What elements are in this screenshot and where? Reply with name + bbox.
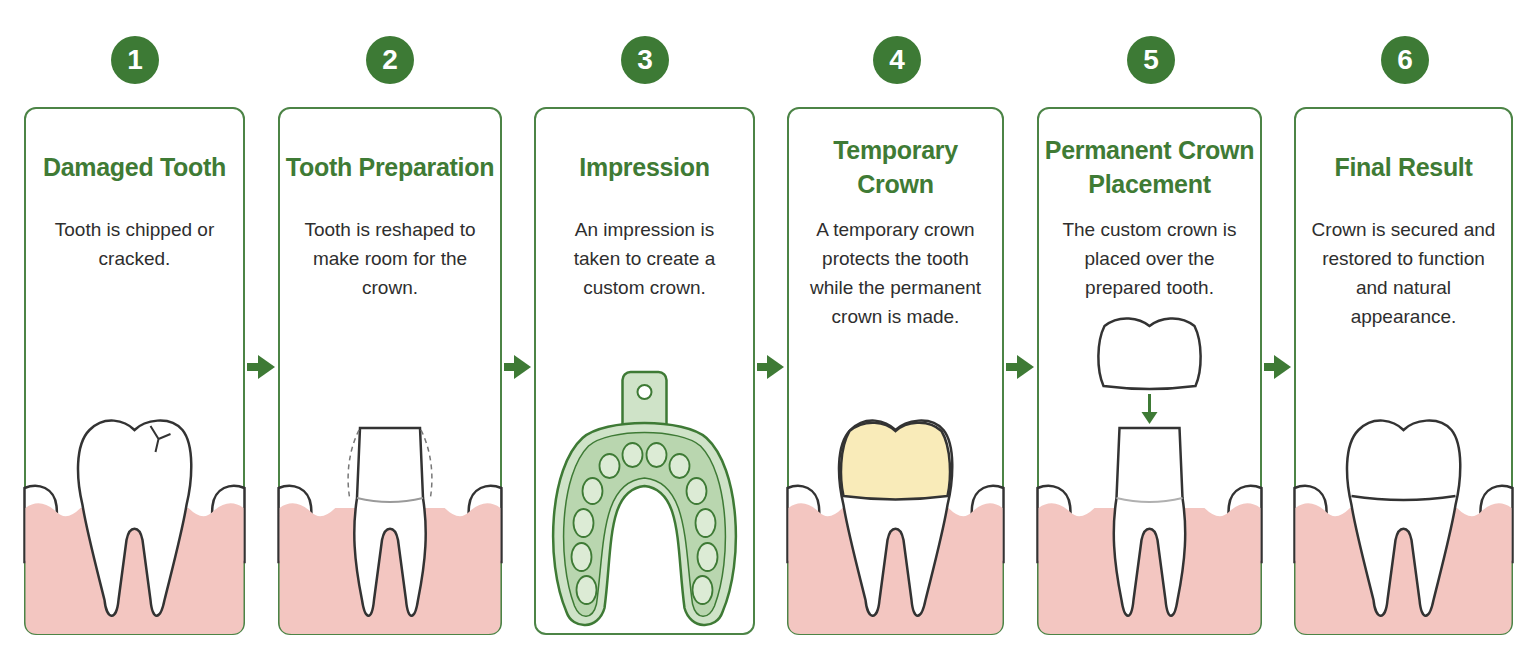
- step-number: 6: [1397, 46, 1413, 74]
- flow-arrow: [1006, 363, 1018, 371]
- step-heading-box: Final Result: [1296, 131, 1511, 203]
- gum-scene: [787, 486, 1003, 634]
- margin-line: [1117, 498, 1183, 502]
- step-heading-box: Damaged Tooth: [26, 131, 243, 203]
- tooth-imprint: [577, 576, 597, 604]
- crack: [151, 426, 171, 452]
- step-description: The custom crown is placed over the prep…: [1039, 215, 1260, 302]
- step-heading: Permanent Crown Placement: [1043, 133, 1256, 201]
- handle-hole: [638, 385, 652, 399]
- step-panel: Final ResultCrown is secured and restore…: [1294, 107, 1513, 635]
- step-heading: Final Result: [1334, 150, 1472, 184]
- prepared-tooth: [354, 428, 425, 616]
- tooth-imprint: [647, 443, 667, 467]
- margin-line: [357, 498, 423, 502]
- tooth-imprint: [693, 576, 713, 604]
- step-panel: Damaged ToothTooth is chipped or cracked…: [24, 107, 245, 635]
- step-panel: Permanent Crown PlacementThe custom crow…: [1037, 107, 1262, 635]
- step-heading-box: Permanent Crown Placement: [1039, 131, 1260, 203]
- temporary-crown: [841, 423, 950, 500]
- step-heading: Damaged Tooth: [43, 150, 226, 184]
- step-panel: Impression An impression is taken to crea…: [534, 107, 755, 635]
- placement-arrow: [1148, 394, 1151, 414]
- flow-arrow: [757, 363, 768, 371]
- step-heading-box: Impression: [536, 131, 753, 203]
- step-number-circle: 3: [621, 36, 669, 84]
- tray-handle: [623, 372, 667, 432]
- flow-arrow: [504, 363, 515, 371]
- tooth-imprint: [623, 443, 643, 467]
- tooth: [839, 421, 952, 616]
- gum-scene: [1294, 486, 1512, 634]
- step-number-circle: 2: [366, 36, 414, 84]
- prepared-tooth: [1114, 428, 1185, 616]
- step-panel: Tooth PreparationTooth is reshaped to ma…: [278, 107, 502, 635]
- tooth-imprint: [698, 543, 718, 571]
- step-number-circle: 4: [873, 36, 921, 84]
- step-number: 5: [1143, 46, 1159, 74]
- step-number: 4: [889, 46, 905, 74]
- step-number: 1: [127, 46, 143, 74]
- tooth-imprint: [696, 509, 716, 537]
- gum-scene: [25, 486, 245, 634]
- step-number-circle: 1: [111, 36, 159, 84]
- step-number: 2: [382, 46, 398, 74]
- tooth-imprint: [670, 454, 690, 478]
- step-number-circle: 5: [1127, 36, 1175, 84]
- step-description: A temporary crown protects the tooth whi…: [789, 215, 1002, 331]
- gum-scene: [279, 486, 502, 634]
- step-heading: Impression: [579, 150, 709, 184]
- step-number: 3: [637, 46, 653, 74]
- step-description: Tooth is reshaped to make room for the c…: [280, 215, 500, 302]
- step-description: Crown is secured and restored to functio…: [1296, 215, 1511, 331]
- step-heading-box: Temporary Crown: [789, 131, 1002, 203]
- step-heading-box: Tooth Preparation: [280, 131, 500, 203]
- gum-scene: [1038, 486, 1262, 634]
- tooth-imprint: [687, 478, 707, 504]
- crown-margin: [1352, 496, 1456, 500]
- tooth-imprint: [600, 454, 620, 478]
- tray-inner: [564, 433, 726, 617]
- flow-arrow: [1264, 363, 1275, 371]
- tooth-imprint: [572, 543, 592, 571]
- step-heading: Tooth Preparation: [286, 150, 494, 184]
- flow-arrow: [247, 363, 259, 371]
- impression-tray: [553, 372, 736, 625]
- step-description: Tooth is chipped or cracked.: [26, 215, 243, 273]
- removed-outline: [348, 430, 432, 500]
- restored-tooth: [1347, 421, 1460, 616]
- placement-arrowhead: [1142, 412, 1158, 424]
- step-heading: Temporary Crown: [793, 133, 998, 201]
- tray-body: [553, 423, 736, 625]
- step-description: An impression is taken to create a custo…: [536, 215, 753, 302]
- tooth-imprint: [574, 509, 594, 537]
- damaged-tooth: [78, 421, 191, 616]
- tooth-imprint: [583, 478, 603, 504]
- permanent-crown: [1098, 318, 1200, 389]
- step-panel: Temporary Crown A temporary crown protect…: [787, 107, 1004, 635]
- step-number-circle: 6: [1381, 36, 1429, 84]
